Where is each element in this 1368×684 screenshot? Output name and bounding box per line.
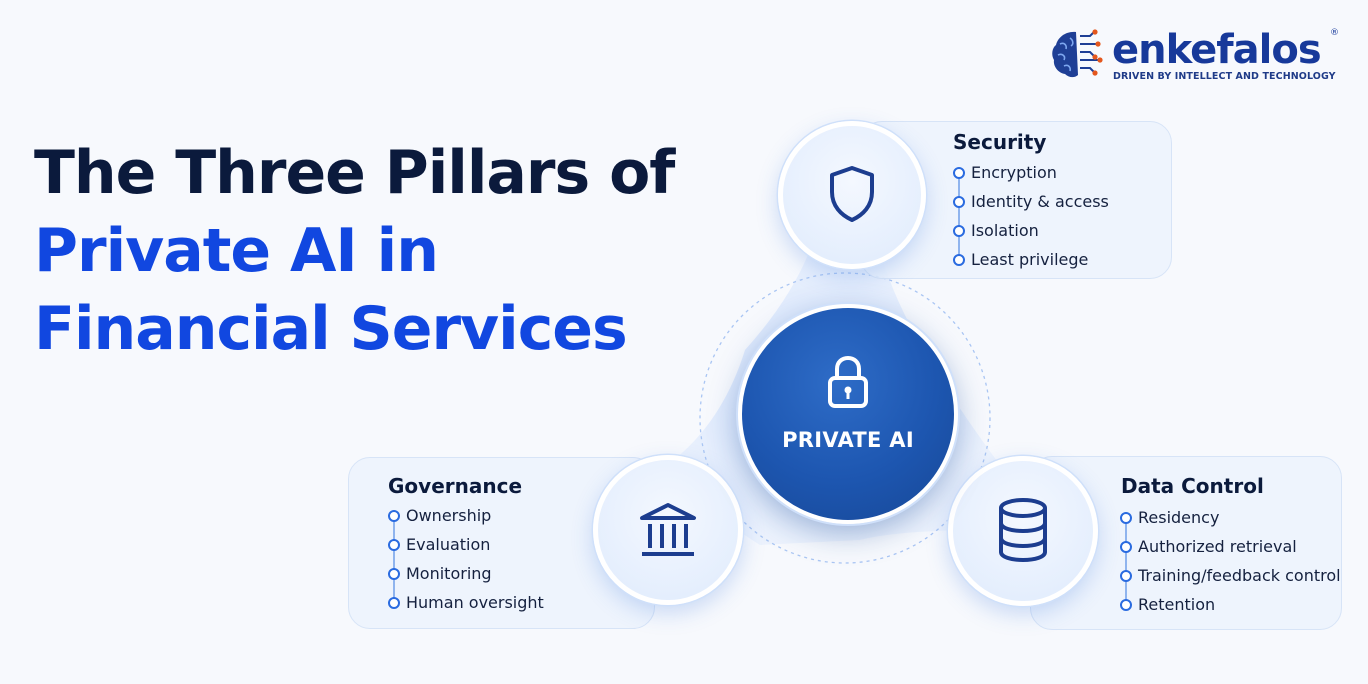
data-control-item-residency: Residency: [1120, 509, 1341, 538]
bullet-icon: [388, 539, 400, 551]
data-control-item-retention: Retention: [1120, 596, 1341, 625]
governance-item-evaluation: Evaluation: [388, 536, 544, 565]
bullet-icon: [388, 510, 400, 522]
security-item-identity: Identity & access: [953, 193, 1109, 222]
private-ai-label: PRIVATE AI: [782, 428, 914, 452]
page-title: The Three Pillars of Private AI in Finan…: [34, 134, 714, 368]
governance-list-line: [393, 515, 395, 603]
data-control-title: Data Control: [1121, 474, 1264, 498]
registered-mark: ®: [1330, 28, 1339, 38]
database-icon: [999, 498, 1047, 563]
security-item-least-privilege: Least privilege: [953, 251, 1109, 280]
security-circle: [778, 121, 926, 269]
governance-list: Ownership Evaluation Monitoring Human ov…: [388, 507, 544, 623]
bullet-icon: [953, 254, 965, 266]
security-item-encryption: Encryption: [953, 164, 1109, 193]
governance-item-human-oversight: Human oversight: [388, 594, 544, 623]
private-ai-hub: PRIVATE AI: [738, 304, 958, 524]
security-list-line: [958, 172, 960, 260]
governance-item-monitoring: Monitoring: [388, 565, 544, 594]
governance-title: Governance: [388, 474, 523, 498]
bullet-icon: [1120, 512, 1132, 524]
brand-tagline: DRIVEN BY INTELLECT AND TECHNOLOGY: [1113, 71, 1336, 82]
security-item-isolation: Isolation: [953, 222, 1109, 251]
bullet-icon: [1120, 570, 1132, 582]
security-title: Security: [953, 130, 1047, 154]
bank-building-icon: [640, 503, 696, 556]
brand-logo: enkefalos ® DRIVEN BY INTELLECT AND TECH…: [1050, 26, 1350, 86]
padlock-icon: [828, 355, 868, 408]
dashed-ring: [699, 272, 991, 564]
bullet-icon: [1120, 599, 1132, 611]
bullet-icon: [388, 568, 400, 580]
governance-circle: [593, 455, 743, 605]
shield-icon: [830, 166, 874, 222]
bullet-icon: [1120, 541, 1132, 553]
bullet-icon: [953, 196, 965, 208]
data-control-item-training-feedback: Training/feedback control: [1120, 567, 1341, 596]
data-control-list-line: [1125, 517, 1127, 605]
title-line-3: Financial Services: [34, 294, 628, 364]
security-list: Encryption Identity & access Isolation L…: [953, 164, 1109, 280]
governance-item-ownership: Ownership: [388, 507, 544, 536]
bullet-icon: [953, 225, 965, 237]
title-line-2: Private AI in: [34, 216, 439, 286]
title-line-1: The Three Pillars of: [34, 138, 675, 208]
brain-circuit-icon: [1052, 29, 1103, 78]
bullet-icon: [953, 167, 965, 179]
data-control-list: Residency Authorized retrieval Training/…: [1120, 509, 1341, 625]
bullet-icon: [388, 597, 400, 609]
data-control-item-authorized-retrieval: Authorized retrieval: [1120, 538, 1341, 567]
brand-name: enkefalos: [1112, 27, 1322, 73]
data-control-circle: [948, 456, 1098, 606]
